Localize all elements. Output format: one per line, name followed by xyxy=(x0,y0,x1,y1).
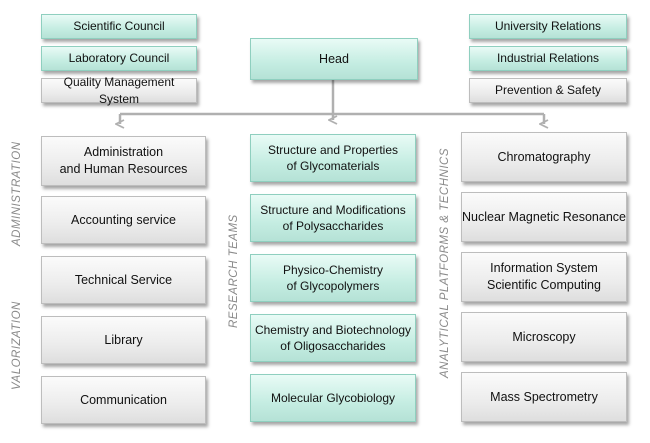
technical-service-box: Technical Service xyxy=(41,256,206,304)
research-team-glycomaterials: Structure and Properties of Glycomateria… xyxy=(250,134,416,182)
quality-management-box: Quality Management System xyxy=(41,75,197,106)
university-relations-box: University Relations xyxy=(469,14,627,39)
research-team-glycopolymers: Physico-Chemistry of Glycopolymers xyxy=(250,254,416,302)
research-team-polysaccharides: Structure and Modifications of Polysacch… xyxy=(250,194,416,242)
administration-label: ADMINISTRATION xyxy=(11,141,23,246)
mass-spectrometry-box: Mass Spectrometry xyxy=(461,372,627,422)
head-box: Head xyxy=(250,38,418,80)
library-box: Library xyxy=(41,316,206,364)
administration-hr-box: Administration and Human Resources xyxy=(41,136,206,186)
research-teams-label: RESEARCH TEAMS xyxy=(228,214,240,328)
scientific-council-box: Scientific Council xyxy=(41,14,197,39)
communication-box: Communication xyxy=(41,376,206,424)
information-system-box: Information System Scientific Computing xyxy=(461,252,627,302)
research-team-oligosaccharides: Chemistry and Biotechnology of Oligosacc… xyxy=(250,314,416,362)
industrial-relations-box: Industrial Relations xyxy=(469,46,627,71)
accounting-service-box: Accounting service xyxy=(41,196,206,244)
nmr-box: Nuclear Magnetic Resonance xyxy=(461,192,627,242)
chromatography-box: Chromatography xyxy=(461,132,627,182)
valorization-label: VALORIZATION xyxy=(11,301,23,390)
laboratory-council-box: Laboratory Council xyxy=(41,46,197,71)
prevention-safety-box: Prevention & Safety xyxy=(469,78,627,103)
analytical-platforms-label: ANALYTICAL PLATFORMS & TECHNICS xyxy=(439,147,451,378)
microscopy-box: Microscopy xyxy=(461,312,627,362)
research-team-glycobiology: Molecular Glycobiology xyxy=(250,374,416,422)
